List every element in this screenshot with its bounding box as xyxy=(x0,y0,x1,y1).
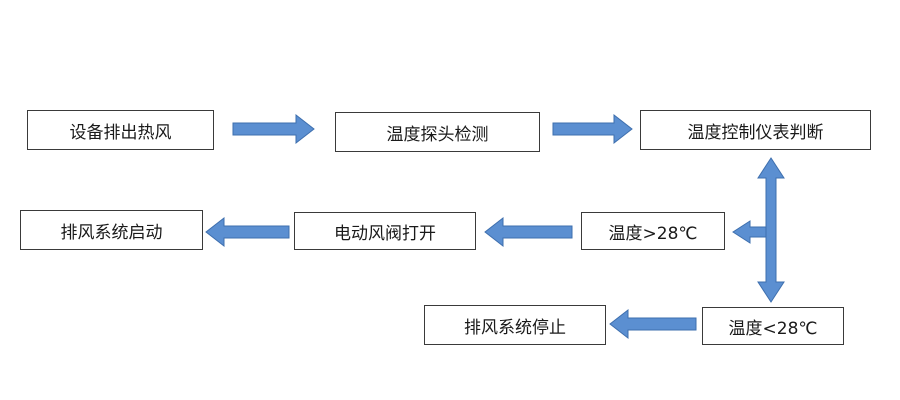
arrow-n1-to-n2 xyxy=(232,113,315,145)
node-temp-above-28: 温度>28℃ xyxy=(581,212,725,250)
node-exhaust-stop: 排风系统停止 xyxy=(424,305,606,345)
node-temp-below-28: 温度<28℃ xyxy=(702,307,844,345)
node-valve-open: 电动风阀打开 xyxy=(294,212,476,250)
arrow-n5-to-n6 xyxy=(205,216,290,248)
node-hot-air-exhaust: 设备排出热风 xyxy=(27,110,214,150)
arrow-branch-to-n4 xyxy=(732,220,767,244)
node-temperature-controller: 温度控制仪表判断 xyxy=(640,110,871,150)
arrow-n3-to-n7-double xyxy=(757,157,785,303)
arrow-n4-to-n5 xyxy=(484,216,573,248)
arrow-n2-to-n3 xyxy=(552,113,633,145)
node-temperature-probe: 温度探头检测 xyxy=(335,112,540,152)
node-exhaust-start: 排风系统启动 xyxy=(20,210,203,250)
arrow-n7-to-n8 xyxy=(609,308,697,340)
